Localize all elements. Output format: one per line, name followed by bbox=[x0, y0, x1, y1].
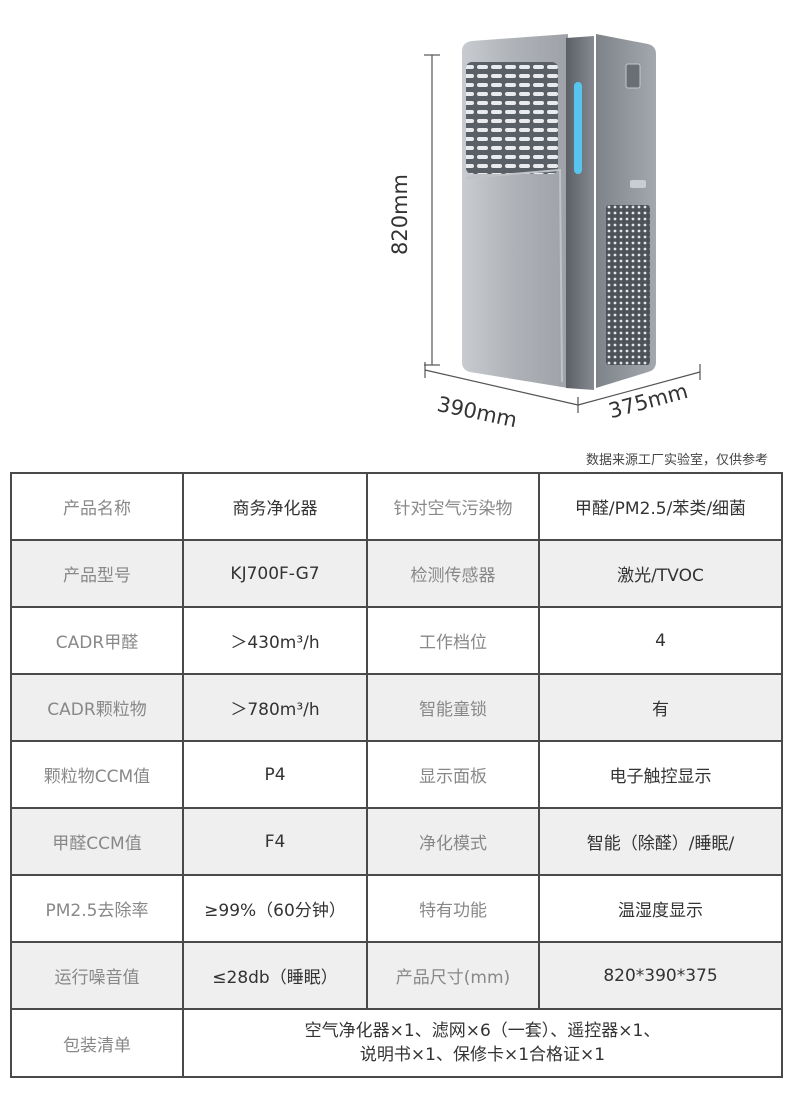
package-label: 包装清单 bbox=[10, 1008, 184, 1078]
height-dimension-label: 820mm bbox=[388, 174, 412, 255]
spec-row: 产品名称 商务净化器 针对空气污染物 甲醛/PM2.5/苯类/细菌 bbox=[10, 472, 783, 541]
spec-row: 甲醛CCM值 F4 净化模式 智能（除醛）/睡眠/ bbox=[10, 807, 783, 876]
spec-label: 特有功能 bbox=[366, 874, 540, 943]
spec-label: 智能童锁 bbox=[366, 673, 540, 742]
spec-value: 激光/TVOC bbox=[538, 539, 783, 608]
spec-label: 产品尺寸(mm) bbox=[366, 941, 540, 1010]
product-image-area: 820mm 390mm 375mm bbox=[0, 0, 790, 440]
spec-value: 温湿度显示 bbox=[538, 874, 783, 943]
spec-row: PM2.5去除率 ≥99%（60分钟） 特有功能 温湿度显示 bbox=[10, 874, 783, 943]
spec-value: F4 bbox=[182, 807, 368, 876]
spec-row: 颗粒物CCM值 P4 显示面板 电子触控显示 bbox=[10, 740, 783, 809]
spec-value: ≥99%（60分钟） bbox=[182, 874, 368, 943]
spec-label: PM2.5去除率 bbox=[10, 874, 184, 943]
spec-value: 智能（除醛）/睡眠/ bbox=[538, 807, 783, 876]
spec-label: 运行噪音值 bbox=[10, 941, 184, 1010]
package-row: 包装清单 空气净化器×1、滤网×6（一套）、遥控器×1、 说明书×1、保修卡×1… bbox=[10, 1008, 783, 1078]
spec-table: 产品名称 商务净化器 针对空气污染物 甲醛/PM2.5/苯类/细菌 产品型号 K… bbox=[10, 472, 783, 1078]
spec-label: 检测传感器 bbox=[366, 539, 540, 608]
spec-value: ≤28db（睡眠） bbox=[182, 941, 368, 1010]
spec-label: 颗粒物CCM值 bbox=[10, 740, 184, 809]
spec-value: 820*390*375 bbox=[538, 941, 783, 1010]
package-line-2: 说明书×1、保修卡×1合格证×1 bbox=[359, 1045, 606, 1065]
spec-row: 产品型号 KJ700F-G7 检测传感器 激光/TVOC bbox=[10, 539, 783, 608]
package-line-1: 空气净化器×1、滤网×6（一套）、遥控器×1、 bbox=[304, 1021, 661, 1041]
spec-label: 针对空气污染物 bbox=[366, 472, 540, 541]
spec-row: 运行噪音值 ≤28db（睡眠） 产品尺寸(mm) 820*390*375 bbox=[10, 941, 783, 1010]
spec-label: 工作档位 bbox=[366, 606, 540, 675]
spec-label: CADR甲醛 bbox=[10, 606, 184, 675]
spec-value: ＞430m³/h bbox=[182, 606, 368, 675]
spec-value: 4 bbox=[538, 606, 783, 675]
air-purifier-illustration bbox=[424, 34, 701, 413]
spec-value: ＞780m³/h bbox=[182, 673, 368, 742]
spec-label: 甲醛CCM值 bbox=[10, 807, 184, 876]
spec-label: 产品名称 bbox=[10, 472, 184, 541]
spec-value: P4 bbox=[182, 740, 368, 809]
spec-label: 显示面板 bbox=[366, 740, 540, 809]
data-source-note: 数据来源工厂实验室，仅供参考 bbox=[585, 453, 768, 468]
spec-value: 有 bbox=[538, 673, 783, 742]
spec-value: 甲醛/PM2.5/苯类/细菌 bbox=[538, 472, 783, 541]
spec-label: 产品型号 bbox=[10, 539, 184, 608]
spec-row: CADR甲醛 ＞430m³/h 工作档位 4 bbox=[10, 606, 783, 675]
spec-label: CADR颗粒物 bbox=[10, 673, 184, 742]
spec-value: 商务净化器 bbox=[182, 472, 368, 541]
spec-value: 电子触控显示 bbox=[538, 740, 783, 809]
spec-value: KJ700F-G7 bbox=[182, 539, 368, 608]
spec-row: CADR颗粒物 ＞780m³/h 智能童锁 有 bbox=[10, 673, 783, 742]
spec-label: 净化模式 bbox=[366, 807, 540, 876]
package-contents: 空气净化器×1、滤网×6（一套）、遥控器×1、 说明书×1、保修卡×1合格证×1 bbox=[182, 1008, 783, 1078]
